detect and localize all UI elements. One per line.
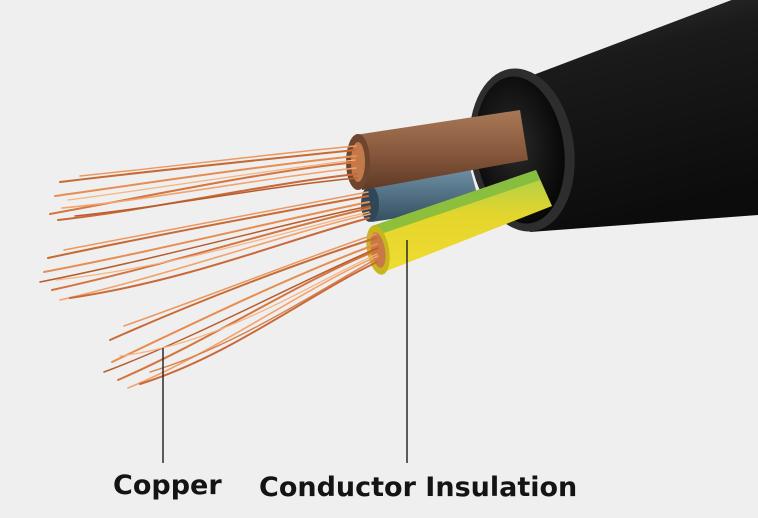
conductor-insulation-label: Conductor Insulation (259, 472, 578, 503)
copper-strands-top (49, 145, 358, 221)
earth-core (366, 170, 552, 275)
copper-label: Copper (113, 470, 222, 501)
copper-strands-bottom (103, 233, 379, 389)
copper-strands-middle (39, 191, 371, 301)
